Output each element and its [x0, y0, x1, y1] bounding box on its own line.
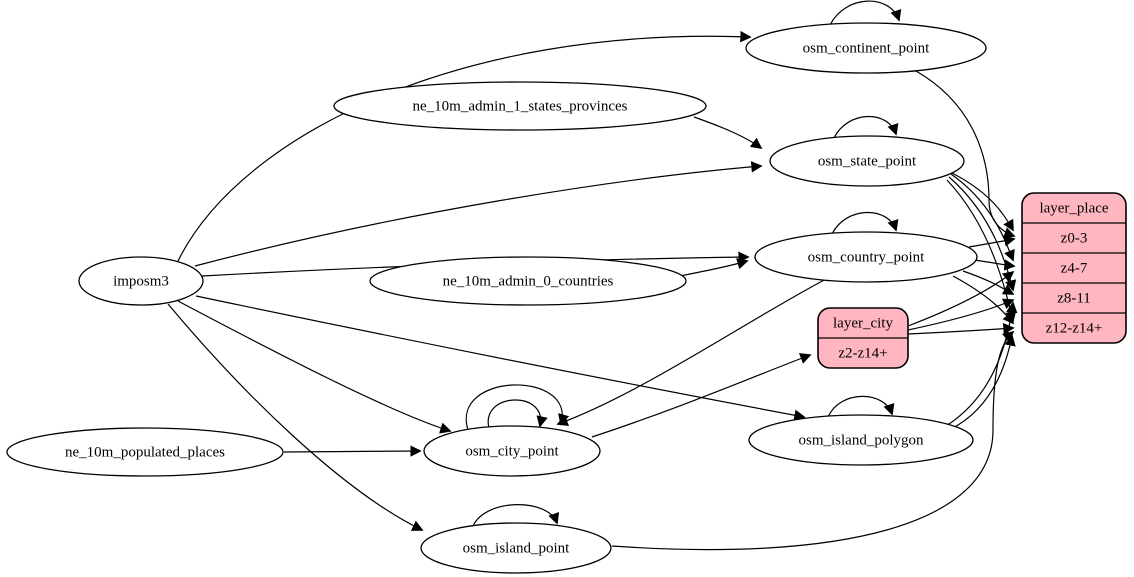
edge-osm_state_point-layer_place-z4-7: [950, 173, 1015, 262]
record-row-layer_place-z0-3: z0-3: [1061, 230, 1088, 246]
node-shape-imposm3: [78, 256, 204, 306]
node-shape-osm_state_point: [769, 135, 965, 187]
node-imposm3: imposm3: [78, 256, 204, 306]
edge-osm_island_polygon-osm_island_polygon-self: [827, 395, 895, 418]
node-shape-osm_continent_point: [745, 22, 987, 74]
edge-osm_state_point-osm_state_point-self: [833, 115, 899, 139]
edges-layer: [167, 0, 1018, 551]
node-label-osm_island_polygon: osm_island_polygon: [798, 432, 924, 448]
edge-osm_country_point-osm_country_point-self: [831, 211, 899, 235]
edge-osm_continent_point-layer_place-z0-3: [915, 70, 1016, 239]
node-osm_island_polygon: osm_island_polygon: [748, 414, 974, 466]
node-shape-osm_island_polygon: [748, 414, 974, 466]
node-osm_state_point: osm_state_point: [769, 135, 965, 187]
edge-imposm3-osm_island_polygon: [195, 295, 806, 421]
edge-osm_country_point-osm_city_point: [556, 278, 827, 427]
record-row-layer_place-z12-z14+: z12-z14+: [1046, 320, 1103, 336]
edge-layer_city-layer_place-z12-z14+: [907, 323, 1015, 335]
edge-ne_10m_admin_0_countries-osm_country_point: [679, 258, 749, 277]
edge-layer_city-layer_place-z8-11: [907, 298, 1015, 331]
edge-osm_island_point-layer_place-z12-z14+: [611, 330, 1015, 551]
node-ne_10m_admin_1_states_provinces: ne_10m_admin_1_states_provinces: [333, 81, 707, 131]
edge-osm_island_point-osm_island_point-self: [472, 504, 560, 527]
edge-imposm3-osm_state_point: [194, 161, 763, 267]
node-shape-ne_10m_admin_0_countries: [369, 256, 687, 306]
edge-osm_country_point-layer_place-z12-z14+: [952, 275, 1015, 325]
node-osm_city_point: osm_city_point: [423, 425, 601, 477]
edge-osm_city_point-osm_city_point-self: [487, 399, 548, 429]
record-row-layer_city-layer_city: layer_city: [833, 315, 893, 331]
node-label-osm_city_point: osm_city_point: [465, 443, 559, 459]
edge-layer_city-layer_place-z4-7: [907, 270, 1015, 327]
node-label-osm_island_point: osm_island_point: [463, 540, 571, 556]
node-osm_country_point: osm_country_point: [754, 231, 978, 283]
edge-osm_city_point-osm_city_point-self: [465, 384, 570, 431]
record-layer_city: layer_city z2-z14+: [817, 307, 909, 369]
node-label-imposm3: imposm3: [113, 273, 169, 289]
edge-imposm3-osm_city_point: [177, 300, 452, 434]
node-shape-ne_10m_admin_1_states_provinces: [333, 81, 707, 131]
edge-imposm3-osm_continent_point: [177, 30, 752, 262]
node-shape-ne_10m_populated_places: [6, 427, 284, 477]
edge-ne_10m_populated_places-osm_city_point: [283, 445, 422, 457]
edge-imposm3-osm_island_point: [167, 303, 424, 531]
record-row-layer_place-z4-7: z4-7: [1061, 260, 1088, 276]
node-ne_10m_populated_places: ne_10m_populated_places: [6, 427, 284, 477]
node-osm_continent_point: osm_continent_point: [745, 22, 987, 74]
record-row-layer_place-layer_place: layer_place: [1039, 200, 1108, 216]
node-label-ne_10m_admin_0_countries: ne_10m_admin_0_countries: [443, 273, 614, 289]
edge-osm_state_point-layer_place-z0-3: [949, 171, 1014, 232]
node-label-ne_10m_admin_1_states_provinces: ne_10m_admin_1_states_provinces: [413, 98, 628, 114]
node-shape-osm_city_point: [423, 425, 601, 477]
edge-osm_continent_point-osm_continent_point-self: [829, 0, 902, 26]
node-shape-osm_island_point: [420, 522, 612, 574]
record-layer_place: layer_place z0-3 z4-7 z8-11 z12-z14+: [1021, 192, 1127, 344]
record-shape-layer_place: [1021, 192, 1127, 344]
node-ne_10m_admin_0_countries: ne_10m_admin_0_countries: [369, 256, 687, 306]
node-shape-osm_country_point: [754, 231, 978, 283]
edge-osm_country_point-layer_place-z0-3: [968, 235, 1016, 248]
node-label-osm_continent_point: osm_continent_point: [803, 40, 930, 56]
edge-osm_island_polygon-layer_place-z8-11: [945, 301, 1018, 427]
edge-ne_10m_admin_1_states_provinces-osm_state_point: [693, 116, 763, 150]
node-osm_island_point: osm_island_point: [420, 522, 612, 574]
node-label-ne_10m_populated_places: ne_10m_populated_places: [65, 444, 225, 460]
record-row-layer_city-z2-z14+: z2-z14+: [838, 345, 887, 361]
edge-osm_city_point-layer_city-z2-z14+: [591, 353, 812, 438]
edge-osm_country_point-layer_place-z4-7: [973, 259, 1016, 271]
record-row-layer_place-z8-11: z8-11: [1057, 290, 1091, 306]
node-label-osm_state_point: osm_state_point: [818, 153, 917, 169]
nodes-layer: imposm3 ne_10m_admin_1_states_provincesne…: [6, 22, 1127, 574]
node-label-osm_country_point: osm_country_point: [808, 249, 925, 265]
